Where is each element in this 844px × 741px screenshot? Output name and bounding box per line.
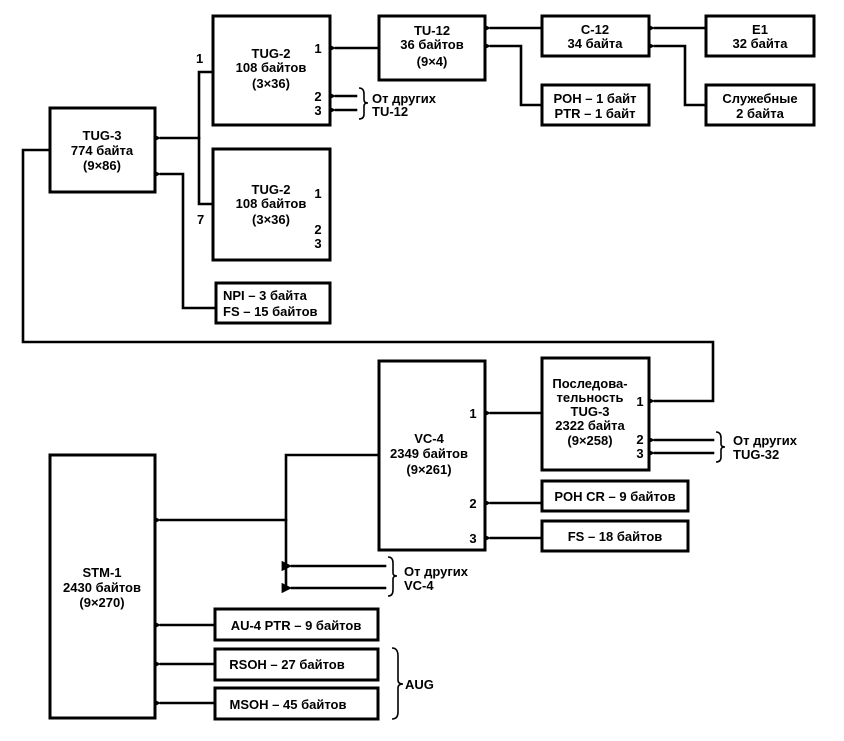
- seq-line-1: Последова-: [552, 376, 627, 391]
- vc4-size: 2349 байтов: [390, 446, 468, 461]
- seq-line-2: тельность: [556, 390, 623, 405]
- tug2-bottom-dims: (3×36): [252, 212, 290, 227]
- block-e1: E1 32 байта: [704, 14, 816, 58]
- block-tug3: TUG-3 774 байта (9×86): [48, 106, 157, 194]
- poh-cr-label: POH CR – 9 байтов: [554, 489, 675, 504]
- tug2-top-name: TUG-2: [252, 46, 291, 61]
- seq-line-5: (9×258): [567, 433, 612, 448]
- block-fs18: FS – 18 байтов: [540, 519, 690, 553]
- tug2-bottom-name: TUG-2: [252, 182, 291, 197]
- stm1-name: STM-1: [83, 565, 122, 580]
- block-tug2-bottom: TUG-2 108 байтов (3×36) 1 2 3 7: [197, 147, 332, 262]
- seq-line-3: TUG-3: [571, 404, 610, 419]
- other-tug32-line1: От других: [733, 433, 798, 448]
- service-name: Служебные: [722, 91, 797, 106]
- wire-tug2s-bus: [197, 70, 215, 206]
- vc4-port-2: 2: [469, 496, 476, 511]
- msoh-label: MSOH – 45 байтов: [230, 697, 347, 712]
- block-poh-cr: POH CR – 9 байтов: [540, 479, 690, 513]
- tug2-top-dims: (3×36): [252, 76, 290, 91]
- wire-pohptr-to-tu12: [480, 40, 544, 107]
- block-poh-ptr: POH – 1 байт PTR – 1 байт: [540, 83, 651, 127]
- block-tug2-top: TUG-2 108 байтов (3×36) 1 2 3 1: [196, 14, 332, 127]
- brace-other-tu12: [358, 87, 369, 120]
- block-stm1: STM-1 2430 байтов (9×270): [48, 453, 157, 720]
- other-vc4-line1: От других: [404, 564, 469, 579]
- vc4-port-1: 1: [469, 406, 476, 421]
- vc4-port-3: 3: [469, 531, 476, 546]
- braces: [358, 87, 726, 720]
- annotation-other-tug32: От других TUG-32: [733, 433, 798, 462]
- ptr-label: PTR – 1 байт: [555, 106, 636, 121]
- annotation-other-vc4: От других VC-4: [404, 564, 469, 593]
- block-c12: C-12 34 байта: [540, 14, 651, 58]
- tug2-bottom-index: 7: [197, 212, 204, 227]
- block-au4-ptr: AU-4 PTR – 9 байтов: [213, 607, 380, 642]
- tug2-top-port-3: 3: [314, 103, 321, 118]
- fs18-label: FS – 18 байтов: [568, 529, 663, 544]
- poh-label: POH – 1 байт: [553, 91, 636, 106]
- block-vc4: VC-4 2349 байтов (9×261) 1 2 3: [377, 359, 487, 552]
- brace-other-vc4: [387, 556, 398, 597]
- block-rsoh: RSOH – 27 байтов: [213, 647, 380, 682]
- tug3-dims: (9×86): [83, 158, 121, 173]
- rsoh-label: RSOH – 27 байтов: [229, 657, 344, 672]
- npi-label: NPI – 3 байта: [223, 288, 308, 303]
- tug2-top-port-1: 1: [314, 41, 321, 56]
- aug-label: AUG: [405, 677, 434, 692]
- stm1-size: 2430 байтов: [63, 580, 141, 595]
- tug2-top-index: 1: [196, 51, 203, 66]
- tug2-bottom-port-2: 2: [314, 222, 321, 237]
- other-tug32-line2: TUG-32: [733, 447, 779, 462]
- au4-ptr-label: AU-4 PTR – 9 байтов: [231, 618, 362, 633]
- tug2-top-size: 108 байтов: [236, 60, 307, 75]
- tug2-bottom-size: 108 байтов: [236, 196, 307, 211]
- tug2-bottom-port-3: 3: [314, 236, 321, 251]
- tug3-name: TUG-3: [83, 128, 122, 143]
- tu12-size: 36 байтов: [400, 37, 463, 52]
- block-msoh: MSOH – 45 байтов: [213, 686, 380, 721]
- fs15-label: FS – 15 байтов: [223, 304, 318, 319]
- vc4-dims: (9×261): [406, 462, 451, 477]
- service-size: 2 байта: [736, 106, 784, 121]
- other-vc4-line2: VC-4: [404, 578, 434, 593]
- wire-service-to-c12: [644, 40, 708, 107]
- wire-tug3-to-sequence: [21, 148, 715, 407]
- other-tu12-line1: От других: [372, 91, 437, 106]
- c12-size: 34 байта: [568, 36, 624, 51]
- block-tu12: TU-12 36 байтов (9×4): [377, 14, 487, 82]
- block-npi-fs: NPI – 3 байта FS – 15 байтов: [214, 281, 332, 325]
- other-tu12-line2: TU-12: [372, 104, 408, 119]
- seq-port-3: 3: [636, 446, 643, 461]
- wire-vc4-bus: [284, 453, 381, 590]
- brace-other-tug32: [715, 431, 726, 463]
- connectors: [21, 22, 715, 709]
- block-service-bytes: Служебные 2 байта: [704, 83, 816, 127]
- block-tug3-sequence: Последова- тельность TUG-3 2322 байта (9…: [540, 356, 651, 472]
- brace-aug: [391, 647, 404, 720]
- c12-name: C-12: [581, 22, 609, 37]
- e1-name: E1: [752, 22, 768, 37]
- wire-npifs-to-tug3: [150, 168, 218, 310]
- seq-port-1: 1: [636, 394, 643, 409]
- annotation-other-tu12: От других TU-12: [372, 91, 437, 119]
- seq-line-4: 2322 байта: [555, 418, 625, 433]
- tu12-dims: (9×4): [417, 54, 448, 69]
- e1-size: 32 байта: [733, 36, 789, 51]
- seq-port-2: 2: [636, 432, 643, 447]
- tug3-size: 774 байта: [71, 143, 134, 158]
- tu12-name: TU-12: [414, 23, 450, 38]
- vc4-name: VC-4: [414, 431, 444, 446]
- stm1-dims: (9×270): [79, 595, 124, 610]
- tug2-top-port-2: 2: [314, 89, 321, 104]
- tug2-bottom-port-1: 1: [314, 186, 321, 201]
